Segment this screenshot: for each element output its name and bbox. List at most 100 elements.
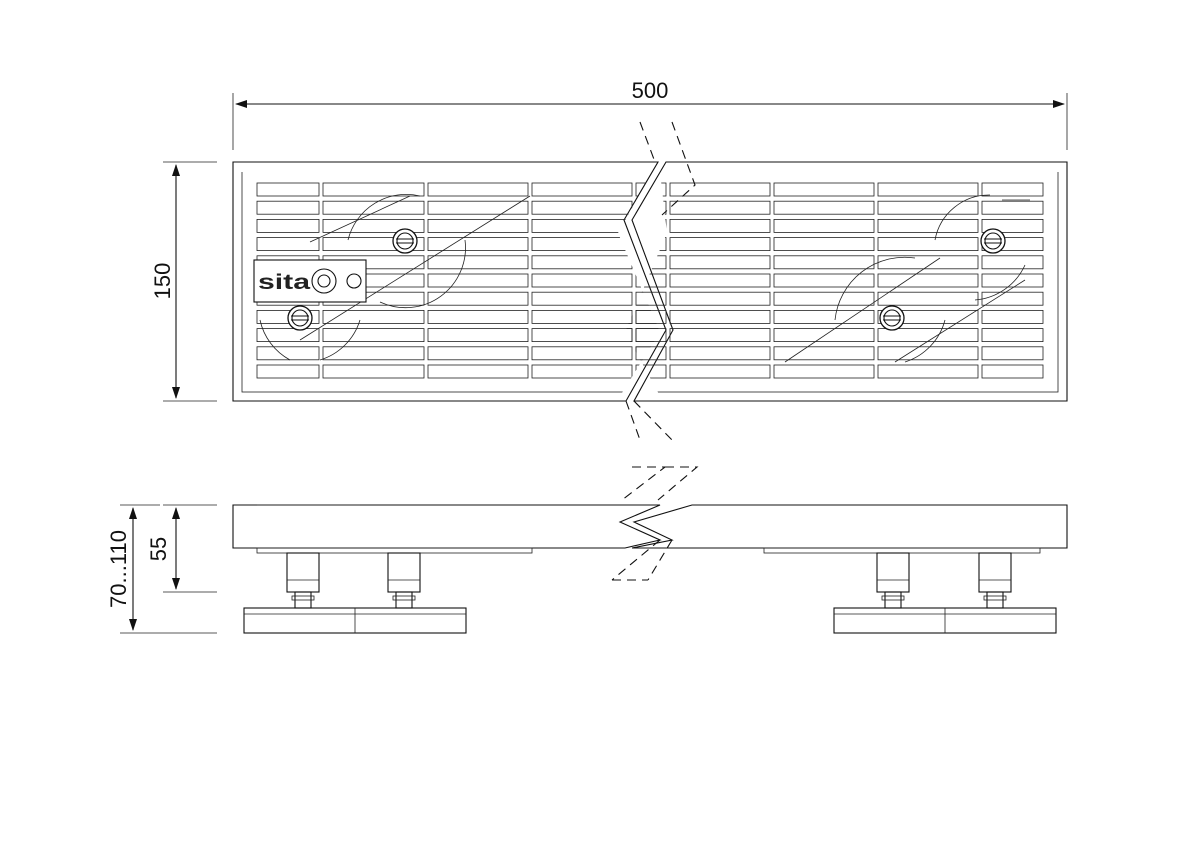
grate-slot — [428, 219, 528, 232]
hidden-detail-right — [784, 194, 1030, 363]
grate-slot — [774, 183, 874, 196]
grate-slot — [878, 274, 978, 287]
grate-slot — [635, 273, 660, 288]
grate-slot — [323, 329, 424, 342]
width-dimension: 150 — [150, 161, 217, 402]
foot-spindle — [387, 552, 421, 609]
bolt-heads — [287, 228, 1006, 331]
grate-slot — [877, 218, 979, 233]
grate-slot — [981, 291, 1044, 306]
sita-logo: sita — [253, 259, 367, 303]
grate-slot — [773, 218, 875, 233]
grate-slot — [878, 256, 978, 269]
grate-slot — [635, 328, 660, 343]
grate-slot — [982, 256, 1043, 269]
grate-slot — [531, 291, 633, 306]
grate-slot — [878, 238, 978, 251]
grate-slot — [670, 365, 770, 378]
grate-slot — [877, 291, 979, 306]
grate-slot — [773, 309, 875, 324]
grate-slot — [256, 218, 320, 233]
grate-slot — [323, 310, 424, 323]
grate-slot — [257, 329, 319, 342]
grate-slot — [428, 347, 528, 360]
grate-slot — [877, 182, 979, 197]
grate-slot — [427, 309, 529, 324]
grate-slot — [625, 255, 633, 270]
foot-spindle — [876, 552, 910, 609]
grate-slot — [635, 309, 667, 324]
grate-slot — [982, 310, 1043, 323]
grate-slot — [256, 237, 320, 252]
grate-slot — [981, 328, 1044, 343]
grate-slot — [428, 256, 528, 269]
grate-slot — [773, 346, 875, 361]
grate-slot — [670, 238, 770, 251]
grate-slot — [773, 291, 875, 306]
grate-slot — [635, 218, 660, 233]
grate-slot — [877, 273, 979, 288]
grate-slot — [877, 200, 979, 215]
grate-slot — [774, 329, 874, 342]
grate-slot — [878, 292, 978, 305]
grate-slot — [322, 364, 425, 379]
grate-slot — [669, 237, 771, 252]
grate-slot — [774, 365, 874, 378]
height-dimension: 55 — [146, 504, 217, 593]
grate-slot — [256, 346, 320, 361]
grate-slot — [635, 328, 667, 343]
grate-slot — [625, 309, 633, 324]
grate-slot — [635, 273, 667, 288]
grate-slot — [322, 218, 425, 233]
grate-slot — [428, 183, 528, 196]
grate-slot — [669, 346, 771, 361]
grate-slot — [877, 255, 979, 270]
width-label: 150 — [150, 263, 175, 300]
grate-slot — [322, 237, 425, 252]
grate-slot — [323, 347, 424, 360]
grate-slot — [427, 200, 529, 215]
grate-slot — [981, 273, 1044, 288]
grate-slot — [774, 256, 874, 269]
grate-slot — [531, 200, 633, 215]
adjustable-height-label: 70...110 — [106, 530, 131, 608]
grate-slot — [877, 346, 979, 361]
grate-slot — [635, 346, 667, 361]
hidden-detail-left — [259, 194, 531, 361]
height-label: 55 — [146, 537, 171, 561]
grate-slot — [256, 200, 320, 215]
grate-slot — [322, 346, 425, 361]
grate-slot — [625, 291, 633, 306]
grate-slot — [982, 183, 1043, 196]
grate-slot — [256, 182, 320, 197]
grate-slot — [427, 346, 529, 361]
grate-slot — [428, 329, 528, 342]
grate-slot — [531, 364, 633, 379]
grate-slot — [773, 364, 875, 379]
logo-text: sita — [258, 271, 310, 294]
grate-slot — [427, 291, 529, 306]
grate-slot — [982, 365, 1043, 378]
foot-pad — [833, 607, 1057, 634]
adjustable-feet — [243, 552, 1057, 634]
grate-slot — [635, 218, 667, 233]
channel-body — [232, 504, 1068, 554]
grate-slot — [981, 200, 1044, 215]
grate-slot — [257, 183, 319, 196]
grate-slot — [773, 273, 875, 288]
grate-slot — [981, 346, 1044, 361]
bolt-icon — [287, 305, 313, 331]
grate-slot — [773, 255, 875, 270]
length-dimension: 500 — [232, 78, 1068, 150]
break-line-side — [611, 466, 699, 581]
grate-slot — [773, 328, 875, 343]
grate-slot — [981, 182, 1044, 197]
grate-slot — [635, 182, 667, 197]
grate-slot — [670, 347, 770, 360]
grate-slot — [257, 347, 319, 360]
grate-slot — [625, 200, 633, 215]
grate-slot — [774, 274, 874, 287]
grate-slot — [427, 218, 529, 233]
grate-slot — [669, 200, 771, 215]
grate-slot — [625, 346, 633, 361]
